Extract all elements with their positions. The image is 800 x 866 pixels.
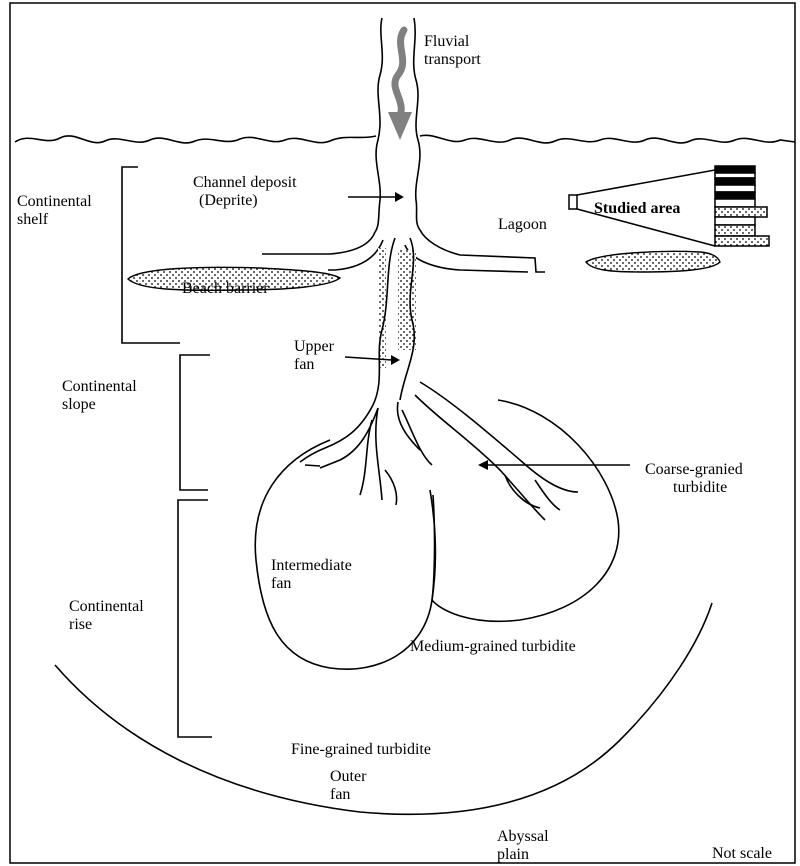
channel-label-line-2: (Deprite) — [193, 192, 297, 210]
outer-fan-line-2: fan — [330, 786, 366, 804]
continental-rise-label: Continental rise — [69, 598, 144, 634]
beach-barrier-right — [586, 251, 720, 272]
rise-label-line-1: Continental — [69, 598, 144, 616]
intermediate-label-line-2: fan — [271, 575, 352, 593]
land-surface-line — [15, 136, 376, 143]
shelf-channel-left-lower — [328, 240, 383, 270]
river-channel-right-bank — [414, 18, 420, 230]
upper-fan-label: Upper fan — [294, 338, 334, 374]
continental-slope-label: Continental slope — [62, 378, 137, 414]
coarse-label-line-1: Coarse-granied — [645, 461, 743, 479]
not-scale-label: Not scale — [712, 845, 772, 863]
shelf-label-line-1: Continental — [17, 193, 92, 211]
fluvial-flow-arrow — [395, 30, 404, 116]
outer-fan-line-1: Outer — [330, 768, 366, 786]
fluvial-label-line-1: Fluvial — [424, 33, 481, 51]
coarse-label-line-2: turbidite — [645, 479, 743, 497]
fluvial-transport-label: Fluvial transport — [424, 33, 481, 69]
outer-fan-label: Outer fan — [330, 768, 366, 804]
channel-deposit-label: Channel deposit (Deprite) — [193, 174, 297, 210]
coarse-turbidite-label: Coarse-granied turbidite — [645, 461, 743, 497]
slope-bracket — [180, 355, 210, 490]
lagoon-channel-upper — [420, 230, 545, 272]
channel-label-line-1: Channel deposit — [193, 174, 297, 192]
studied-area-column — [715, 166, 769, 246]
shelf-channel-left — [262, 232, 375, 254]
lagoon-channel-lower — [405, 245, 528, 272]
rise-label-line-2: rise — [69, 616, 144, 634]
fluvial-label-line-2: transport — [424, 51, 481, 69]
fine-turbidite-label: Fine-grained turbidite — [291, 741, 431, 759]
upper-fan-line-1: Upper — [294, 338, 334, 356]
continental-shelf-label: Continental shelf — [17, 193, 92, 229]
lagoon-label: Lagoon — [498, 216, 547, 234]
rise-bracket — [178, 500, 212, 737]
medium-turbidite-lobe — [432, 400, 619, 621]
outer-fan-arc — [55, 603, 712, 814]
coarse-turbidite-pointer-head — [478, 460, 488, 470]
upper-fan-line-2: fan — [294, 356, 334, 374]
slope-label-line-1: Continental — [62, 378, 137, 396]
distributary-channels — [300, 382, 578, 520]
studied-area-callout-upper — [577, 170, 715, 195]
intermediate-fan-lobe — [255, 440, 435, 669]
fluvial-flow-arrowhead — [388, 112, 412, 140]
beach-barrier-label: Beach barrier — [182, 280, 269, 298]
intermediate-fan-label: Intermediate fan — [271, 557, 352, 593]
shelf-bracket — [122, 167, 180, 343]
abyssal-line-1: Abyssal — [497, 828, 549, 846]
land-surface-line-right — [420, 135, 795, 143]
shelf-label-line-2: shelf — [17, 211, 92, 229]
slope-label-line-2: slope — [62, 396, 137, 414]
upper-fan-pointer-head — [391, 355, 400, 365]
river-channel-left-bank — [375, 18, 382, 232]
medium-turbidite-label: Medium-grained turbidite — [410, 638, 576, 656]
channel-deposit-pointer-head — [395, 192, 404, 202]
studied-area-marker — [569, 195, 577, 209]
abyssal-plain-label: Abyssal plain — [497, 828, 549, 864]
intermediate-label-line-1: Intermediate — [271, 557, 352, 575]
abyssal-line-2: plain — [497, 846, 549, 864]
studied-area-label: Studied area — [594, 200, 680, 218]
